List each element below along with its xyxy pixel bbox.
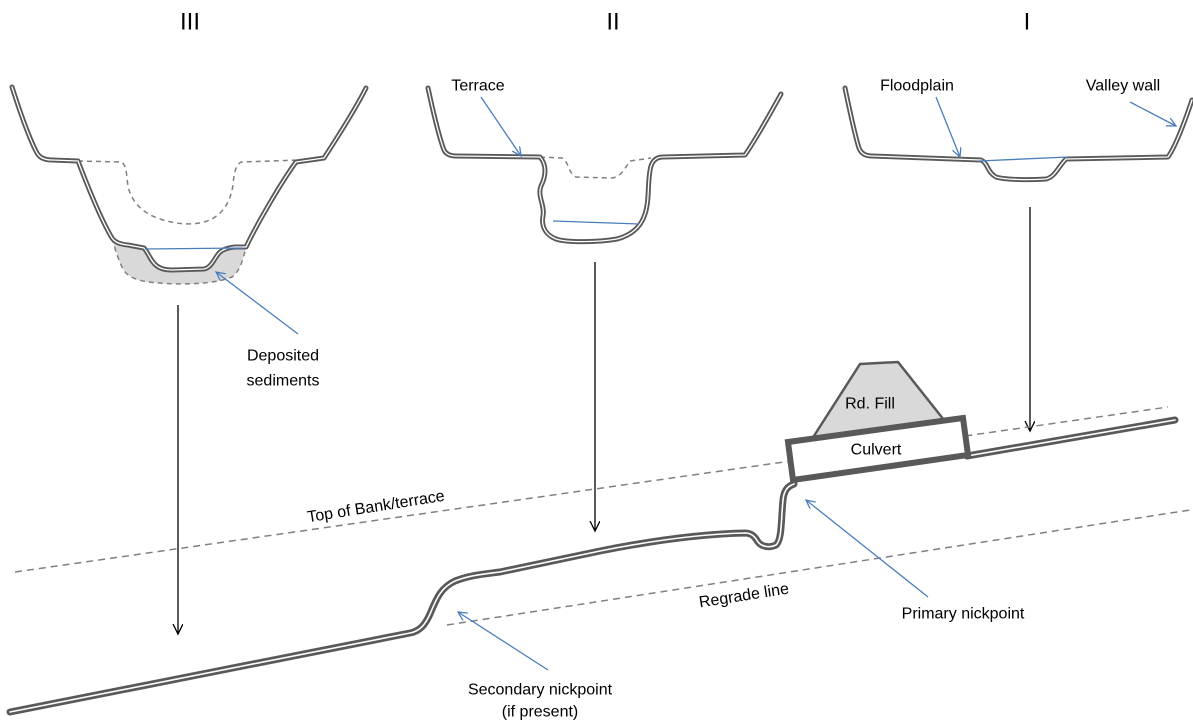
deposited-sediments-label-line2: sediments <box>247 373 320 390</box>
floodplain-label: Floodplain <box>880 78 954 95</box>
profile-highlight <box>966 419 1176 457</box>
cross-section-ii <box>428 88 781 242</box>
valley-outline-highlight <box>844 87 1193 181</box>
cross-section-i-valley-outline <box>845 88 1192 180</box>
floodplain-callout-arrow <box>935 96 960 157</box>
former-channel-dashed-outline <box>539 156 652 179</box>
secondary-nickpoint-label-line1: Secondary nickpoint <box>468 682 613 699</box>
profile-highlight <box>9 483 795 713</box>
valley-outline-stroke <box>428 88 781 242</box>
stream-profile-downstream <box>10 484 794 712</box>
former-channel-dashed-outline <box>77 159 301 225</box>
cross-section-iii-valley-outline <box>12 87 366 270</box>
culvert-label: Culvert <box>851 442 902 459</box>
secondary-nickpoint-label-line2: (if present) <box>502 704 578 721</box>
water-surface-line <box>978 156 1069 162</box>
deposited-sediments-callout-arrow <box>216 272 299 335</box>
terrace-callout-arrow <box>480 96 521 156</box>
stream-profile-upstream <box>967 420 1175 456</box>
secondary-nickpoint-callout-arrow <box>458 612 549 671</box>
cross-section-i <box>845 88 1192 180</box>
valley-outline-stroke <box>845 88 1192 180</box>
primary-nickpoint-label: Primary nickpoint <box>902 606 1025 623</box>
regrade-dashed-line <box>446 509 1191 626</box>
valley-outline-highlight <box>427 87 782 243</box>
valley-wall-label: Valley wall <box>1086 78 1160 95</box>
top-of-bank-dashed-line <box>14 406 1169 573</box>
cross-section-ii-valley-outline <box>428 88 781 242</box>
deposited-sediments-label-line1: Deposited <box>247 348 319 365</box>
culvert-shape <box>784 414 972 484</box>
valley-wall-callout-arrow <box>1129 101 1176 126</box>
section-numeral-i: I <box>1024 9 1031 36</box>
section-numeral-ii: II <box>606 9 619 36</box>
water-surface-line <box>552 220 640 225</box>
cross-section-iii <box>12 87 366 285</box>
valley-outline-stroke <box>12 87 366 270</box>
terrace-label: Terrace <box>451 78 504 95</box>
water-surface-line <box>144 247 244 250</box>
profile-stroke <box>10 484 794 712</box>
deposited-sediment-base-line <box>111 237 247 285</box>
road-fill-label: Rd. Fill <box>845 396 895 413</box>
primary-nickpoint-callout-arrow <box>806 500 929 598</box>
valley-outline-highlight <box>11 86 367 271</box>
regrade-line-label: Regrade line <box>698 580 790 611</box>
section-numeral-iii: III <box>180 9 200 36</box>
deposited-sediment-fill <box>112 238 246 284</box>
